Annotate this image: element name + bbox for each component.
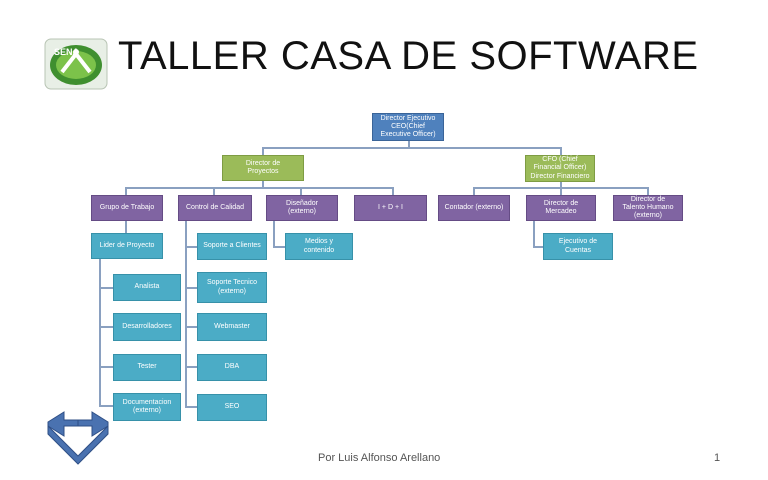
connector (185, 366, 197, 368)
org-node-control-calidad: Control de Calidad (178, 195, 252, 221)
org-node-medios: Medios y contenido (285, 233, 353, 260)
connector (273, 221, 275, 248)
org-node-disenador: Diseñador (externo) (266, 195, 338, 221)
org-node-director-mercadeo: Director de Mercadeo (526, 195, 596, 221)
connector (213, 187, 215, 195)
connector (533, 221, 535, 248)
connector (473, 187, 475, 195)
org-node-imasd: I + D + I (354, 195, 427, 221)
slide-title: TALLER CASA DE SOFTWARE (118, 34, 699, 78)
connector (185, 246, 197, 248)
connector (262, 147, 264, 155)
org-node-ceo: Director Ejecutivo CEO(Chief Executive O… (372, 113, 444, 141)
connector (185, 406, 197, 408)
sena-logo-icon: SENA (44, 38, 108, 90)
org-node-cfo: CFO (Chief Financial Officer) Director F… (525, 155, 595, 182)
connector (262, 180, 264, 188)
connector (560, 147, 562, 155)
org-node-webmaster: Webmaster (197, 313, 267, 341)
org-node-seo: SEO (197, 394, 267, 421)
org-node-contador: Contador (externo) (438, 195, 510, 221)
connector (262, 147, 562, 149)
org-node-lider-proyecto: Lider de Proyecto (91, 233, 163, 259)
org-node-desarrolladores: Desarrolladores (113, 313, 181, 341)
connector (125, 187, 394, 189)
connector (533, 246, 543, 248)
navigation-arrows-icon[interactable] (44, 410, 112, 466)
connector (99, 287, 113, 289)
connector (99, 259, 101, 406)
connector (647, 187, 649, 195)
connector (273, 246, 285, 248)
page-number: 1 (714, 452, 721, 464)
connector (300, 187, 302, 195)
connector (392, 187, 394, 195)
org-node-soporte-tecnico: Soporte Tecnico (externo) (197, 272, 267, 303)
org-node-documentacion: Documentacion (externo) (113, 393, 181, 421)
connector (99, 405, 113, 407)
connector (408, 140, 410, 148)
svg-text:SENA: SENA (54, 47, 80, 57)
connector (560, 187, 562, 195)
org-node-ejecutivo-cuentas: Ejecutivo de Cuentas (543, 233, 613, 260)
connector (185, 326, 197, 328)
org-node-analista: Analista (113, 274, 181, 301)
org-node-dba: DBA (197, 354, 267, 381)
connector (99, 326, 113, 328)
connector (125, 221, 127, 233)
org-node-director-proyectos: Director de Proyectos (222, 155, 304, 181)
org-node-director-talento: Director de Talento Humano (externo) (613, 195, 683, 221)
connector (99, 366, 113, 368)
connector (125, 187, 127, 195)
footer-author: Por Luis Alfonso Arellano (318, 452, 441, 464)
connector (560, 182, 562, 188)
connector (185, 221, 187, 408)
org-node-tester: Tester (113, 354, 181, 381)
org-node-soporte-clientes: Soporte a Clientes (197, 233, 267, 260)
connector (185, 287, 197, 289)
org-node-grupo-trabajo: Grupo de Trabajo (91, 195, 163, 221)
